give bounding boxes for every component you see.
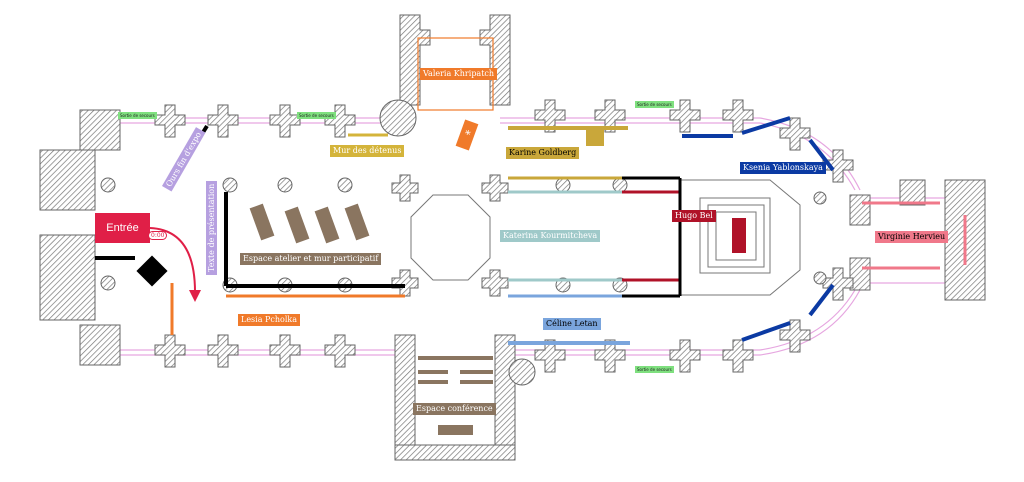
conference-benches — [418, 356, 493, 435]
arrow-head — [189, 290, 201, 302]
label-conference[interactable]: Espace conférence — [413, 403, 496, 415]
emergency-exit-4[interactable]: Sortie de secours — [635, 366, 674, 373]
svg-text:*: * — [462, 127, 472, 141]
label-celine[interactable]: Céline Letan — [543, 318, 601, 330]
valeria-panel: * — [455, 119, 479, 151]
label-mur-detenus[interactable]: Mur des détenus — [330, 145, 405, 157]
altar — [732, 218, 746, 253]
emergency-exit-1[interactable]: Sortie de secours — [118, 112, 157, 119]
atelier-tables — [249, 203, 370, 244]
label-hugo[interactable]: Hugo Bel — [672, 210, 716, 222]
emergency-exit-2[interactable]: Sortie de secours — [297, 112, 336, 119]
entrance-arrow — [149, 227, 196, 293]
label-ksenia[interactable]: Ksenia Yablonskaya — [740, 162, 826, 174]
crossing-octagon — [410, 194, 491, 281]
label-katerina[interactable]: Katerina Kourmitcheva — [500, 230, 601, 242]
walls — [39, 14, 986, 461]
entrance-timer: 0:00 — [148, 231, 168, 240]
columns — [100, 174, 827, 297]
label-virginie[interactable]: Virginie Hervieu — [875, 231, 949, 243]
buttresses — [154, 99, 854, 373]
label-karine[interactable]: Karine Goldberg — [506, 147, 580, 159]
label-atelier[interactable]: Espace atelier et mur participatif — [240, 253, 382, 265]
exhibit-lines — [95, 116, 967, 345]
label-texte[interactable]: Texte de présentation — [206, 180, 217, 275]
label-valeria[interactable]: Valeria Khripatch — [420, 68, 498, 80]
emergency-exit-3[interactable]: Sortie de secours — [635, 101, 674, 108]
entrance-kiosk — [136, 255, 168, 287]
label-lesia[interactable]: Lesia Pcholka — [238, 314, 301, 326]
entrance-label[interactable]: Entrée — [95, 213, 150, 243]
